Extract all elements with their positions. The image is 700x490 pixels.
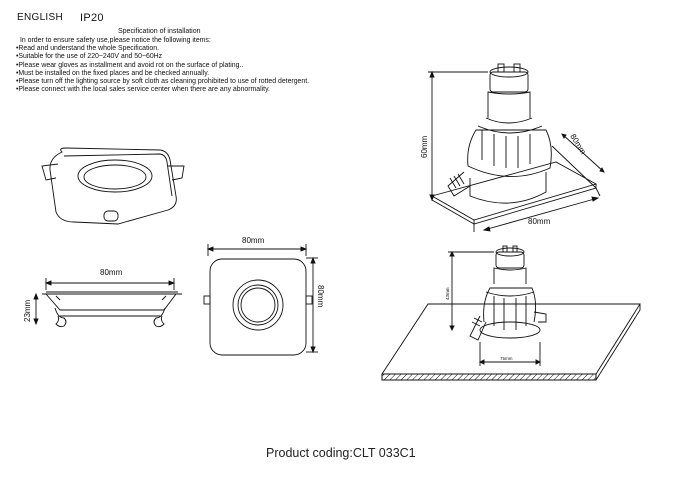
- iso-width-label: 80mm: [528, 217, 551, 226]
- side-height-label: 23mm: [23, 299, 32, 322]
- isometric-view: [428, 63, 605, 232]
- spec-item: •Please turn off the lighting source by …: [16, 78, 310, 86]
- installation-view: [381, 245, 641, 381]
- product-coding: Product coding:CLT 033C1: [266, 446, 416, 460]
- perspective-view: [41, 147, 185, 225]
- language-label: ENGLISH: [17, 12, 64, 23]
- top-width-label: 80mm: [242, 236, 265, 245]
- spec-intro: In order to ensure safety use,please not…: [20, 37, 211, 44]
- top-view: [203, 244, 318, 356]
- spec-title: Specification of installation: [118, 28, 201, 35]
- spec-item: •Please wear gloves as installment and a…: [16, 61, 244, 69]
- iso-side-label: 80mm: [568, 132, 588, 156]
- side-width-label: 80mm: [100, 268, 123, 277]
- spec-item: •Suitable for the use of 220~240V and 50…: [16, 53, 163, 61]
- iso-height-label: 60mm: [420, 135, 429, 158]
- ip-rating: IP20: [80, 12, 104, 24]
- install-height-label: 43mm: [445, 287, 450, 300]
- spec-list: In order to ensure safety use,please not…: [16, 37, 309, 94]
- side-view: [33, 278, 182, 328]
- spec-item: •Must be installed on the fixed places a…: [16, 69, 210, 77]
- spec-item: •Please connect with the local sales ser…: [16, 86, 270, 94]
- install-cutout-label: 75mm: [500, 356, 513, 361]
- spec-item: •Read and understand the whole Specifica…: [16, 45, 160, 53]
- top-height-label: 80mm: [316, 285, 325, 308]
